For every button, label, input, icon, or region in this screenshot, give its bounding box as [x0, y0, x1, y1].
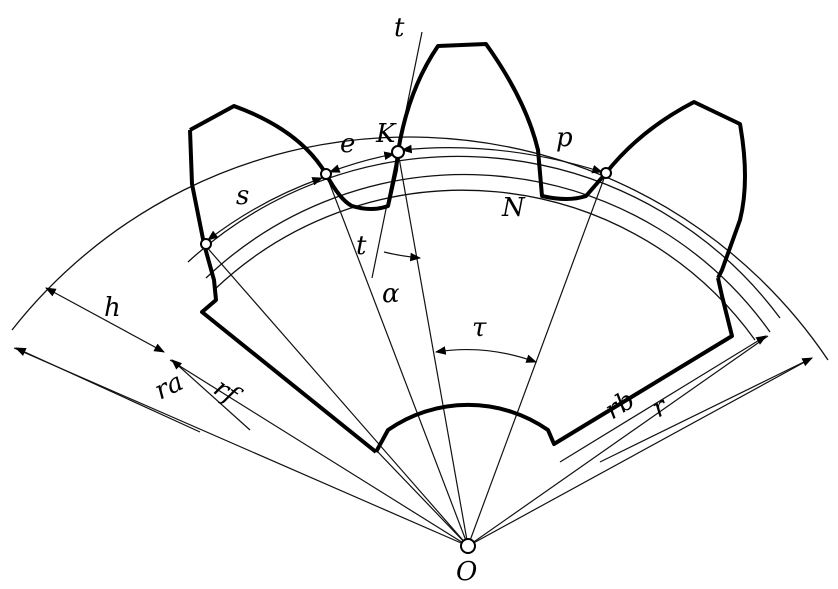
p-dimension: [400, 144, 604, 174]
points: [200, 145, 612, 554]
hub-arc: [374, 277, 734, 453]
rb-radius-line: [467, 335, 769, 547]
label-p: p: [556, 123, 573, 153]
label-s: s: [236, 181, 249, 211]
circle-arcs: [11, 136, 829, 361]
r-arrow: [599, 357, 813, 463]
label-tau: τ: [472, 313, 487, 343]
radial-line-2: [325, 173, 469, 547]
radial-lines: [13, 151, 813, 547]
label-h: h: [104, 293, 121, 323]
ra-arrow: [15, 347, 201, 433]
label-rf: rf: [208, 373, 247, 413]
label-alpha: α: [382, 279, 400, 309]
radial-line-3: [397, 151, 469, 547]
e-dimension: [328, 151, 396, 173]
tooth-right: [604, 100, 747, 279]
point-K: [391, 145, 405, 159]
rb-arrow: [559, 335, 767, 463]
radial-line-4: [467, 172, 607, 547]
point-left: [200, 238, 212, 250]
radial-line-5: [375, 449, 469, 547]
radial-line-1: [203, 243, 469, 547]
gear-outline: [188, 42, 747, 454]
tooth-center: [396, 42, 608, 201]
label-t-bottom: t: [356, 231, 367, 261]
point-e-left: [320, 168, 332, 180]
label-O: O: [456, 557, 477, 587]
label-e: e: [340, 129, 355, 159]
label-r: r: [647, 391, 673, 424]
point-O: [460, 538, 476, 554]
tooth-left: [189, 104, 400, 211]
pitch-circle-arc: [187, 155, 781, 319]
label-N: N: [501, 193, 526, 223]
label-t-top: t: [394, 13, 405, 43]
h-dimension: [45, 287, 165, 353]
point-right: [600, 167, 612, 179]
s-dimension: [207, 177, 324, 241]
rf-radius-line: [169, 359, 469, 547]
label-ra: ra: [150, 367, 188, 406]
alpha-dimension: [383, 251, 422, 262]
dimension-arrows: [15, 144, 813, 463]
label-rb: rb: [600, 385, 641, 426]
r-radius-line: [467, 357, 813, 547]
tau-dimension: [434, 346, 538, 363]
addendum-circle-arc: [11, 136, 829, 361]
labels: t e K p s N t α h τ ra rf rb r O: [104, 13, 674, 587]
rf-arrow: [171, 359, 251, 431]
base-circle-arc: [205, 173, 771, 333]
label-K: K: [375, 119, 397, 149]
left-flank: [188, 129, 378, 454]
